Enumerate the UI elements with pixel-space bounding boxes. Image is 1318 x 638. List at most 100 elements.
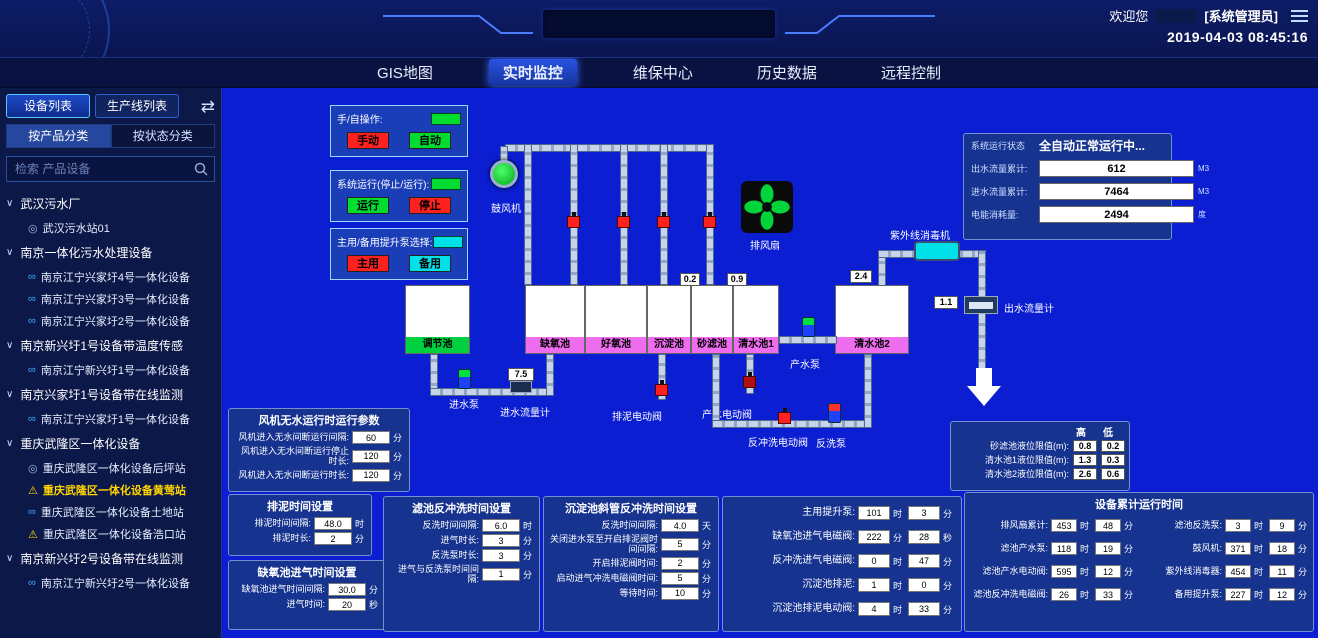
- tree-device[interactable]: ◎重庆武隆区一体化设备后坪站: [6, 457, 215, 479]
- tree-device[interactable]: ⚠重庆武隆区一体化设备黄莺站: [6, 479, 215, 501]
- tab-line-list[interactable]: 生产线列表: [95, 94, 179, 118]
- runtime-value[interactable]: [1095, 542, 1121, 555]
- runtime-value[interactable]: [858, 578, 890, 592]
- runtime-value[interactable]: [908, 530, 940, 544]
- nav-tab[interactable]: GIS地图: [377, 65, 433, 82]
- nav-tab[interactable]: 实时监控: [488, 59, 577, 86]
- runtime-value[interactable]: [1225, 588, 1251, 601]
- param-input[interactable]: [482, 534, 520, 547]
- runtime-value[interactable]: [1051, 588, 1077, 601]
- control-button[interactable]: 主用: [347, 255, 389, 272]
- runtime-value[interactable]: [1095, 519, 1121, 532]
- tree-device[interactable]: ∞南京江宁兴家圩1号一体化设备: [6, 408, 215, 430]
- param-input[interactable]: [661, 537, 699, 551]
- status-row-value[interactable]: [1039, 160, 1194, 177]
- control-button[interactable]: 手动: [347, 132, 389, 149]
- tab-device-list[interactable]: 设备列表: [6, 94, 90, 118]
- air-valve-icon[interactable]: [617, 212, 630, 228]
- limit-low-value[interactable]: [1101, 468, 1125, 480]
- uv-device-icon[interactable]: [914, 241, 960, 261]
- swap-icon[interactable]: ⇄: [200, 96, 215, 116]
- status-row-value[interactable]: [1039, 183, 1194, 200]
- runtime-value[interactable]: [858, 602, 890, 616]
- runtime-value[interactable]: [1051, 519, 1077, 532]
- inlet-flowmeter-icon[interactable]: [510, 381, 532, 393]
- param-input[interactable]: [661, 586, 699, 600]
- tree-group[interactable]: ∨重庆武隆区一体化设备: [6, 430, 215, 457]
- runtime-value[interactable]: [908, 602, 940, 616]
- nav-tab[interactable]: 历史数据: [756, 65, 817, 82]
- control-button[interactable]: 停止: [409, 197, 451, 214]
- runtime-value[interactable]: [1225, 565, 1251, 578]
- runtime-value[interactable]: [1225, 542, 1251, 555]
- runtime-value[interactable]: [1225, 519, 1251, 532]
- outlet-flowmeter-icon[interactable]: [964, 296, 998, 314]
- runtime-value[interactable]: [1269, 588, 1295, 601]
- param-input[interactable]: [352, 468, 390, 482]
- fan-icon[interactable]: [741, 181, 793, 233]
- search-input[interactable]: [6, 156, 215, 182]
- runtime-value[interactable]: [1269, 542, 1295, 555]
- runtime-value[interactable]: [1095, 588, 1121, 601]
- blower-icon[interactable]: [490, 160, 518, 188]
- tree-group[interactable]: ∨南京新兴圩1号设备带温度传感: [6, 332, 215, 359]
- runtime-value[interactable]: [1269, 519, 1295, 532]
- param-input[interactable]: [482, 567, 520, 581]
- tree-group[interactable]: ∨南京新兴圩2号设备带在线监测: [6, 545, 215, 572]
- mud-valve-icon[interactable]: [655, 380, 668, 396]
- runtime-value[interactable]: [858, 554, 890, 568]
- limit-low-value[interactable]: [1101, 454, 1125, 466]
- runtime-value[interactable]: [908, 506, 940, 520]
- tree-group[interactable]: ∨南京兴家圩1号设备带在线监测: [6, 381, 215, 408]
- tab-by-status[interactable]: 按状态分类: [110, 124, 215, 148]
- runtime-value[interactable]: [1051, 542, 1077, 555]
- param-input[interactable]: [482, 549, 520, 562]
- runtime-value[interactable]: [1095, 565, 1121, 578]
- runtime-value[interactable]: [1269, 565, 1295, 578]
- control-button[interactable]: 自动: [409, 132, 451, 149]
- runtime-value[interactable]: [1051, 565, 1077, 578]
- status-row-value[interactable]: [1039, 206, 1194, 223]
- air-valve-icon[interactable]: [703, 212, 716, 228]
- runtime-value[interactable]: [858, 506, 890, 520]
- tree-device[interactable]: ∞南京江宁新兴圩2号一体化设备: [6, 572, 215, 594]
- runtime-value[interactable]: [908, 554, 940, 568]
- limit-low-value[interactable]: [1101, 440, 1125, 452]
- tree-device[interactable]: ◎武汉污水站01: [6, 217, 215, 239]
- nav-tab[interactable]: 维保中心: [632, 65, 693, 82]
- tree-device[interactable]: ⚠重庆武隆区一体化设备浩口站: [6, 523, 215, 545]
- control-button[interactable]: 运行: [347, 197, 389, 214]
- tree-group[interactable]: ∨南京一体化污水处理设备: [6, 239, 215, 266]
- tab-by-product[interactable]: 按产品分类: [6, 124, 111, 148]
- limit-high-value[interactable]: [1073, 454, 1097, 466]
- param-input[interactable]: [482, 519, 520, 532]
- param-input[interactable]: [661, 571, 699, 585]
- nav-tab[interactable]: 远程控制: [880, 65, 941, 82]
- backwash-pump-icon[interactable]: [828, 403, 841, 423]
- param-input[interactable]: [328, 583, 366, 596]
- runtime-value[interactable]: [858, 530, 890, 544]
- tree-device[interactable]: ∞南京江宁新兴圩1号一体化设备: [6, 359, 215, 381]
- param-input[interactable]: [661, 519, 699, 532]
- param-input[interactable]: [352, 449, 390, 463]
- param-input[interactable]: [314, 532, 352, 545]
- param-input[interactable]: [314, 517, 352, 530]
- tree-device[interactable]: ∞南京江宁兴家圩3号一体化设备: [6, 288, 215, 310]
- param-input[interactable]: [352, 431, 390, 444]
- tree-device[interactable]: ∞南京江宁兴家圩4号一体化设备: [6, 266, 215, 288]
- control-button[interactable]: 备用: [409, 255, 451, 272]
- air-valve-icon[interactable]: [567, 212, 580, 228]
- param-input[interactable]: [661, 556, 699, 570]
- tree-group[interactable]: ∨武汉污水厂: [6, 190, 215, 217]
- limit-high-value[interactable]: [1073, 468, 1097, 480]
- air-valve-icon[interactable]: [657, 212, 670, 228]
- tree-device[interactable]: ∞南京江宁兴家圩2号一体化设备: [6, 310, 215, 332]
- product-valve-icon[interactable]: [743, 372, 756, 388]
- limit-high-value[interactable]: [1073, 440, 1097, 452]
- backwash-valve-icon[interactable]: [778, 408, 791, 424]
- param-input[interactable]: [328, 598, 366, 611]
- inlet-pump-icon[interactable]: [458, 369, 471, 389]
- runtime-value[interactable]: [908, 578, 940, 592]
- tree-device[interactable]: ∞重庆武隆区一体化设备土地站: [6, 501, 215, 523]
- menu-icon[interactable]: [1291, 7, 1308, 25]
